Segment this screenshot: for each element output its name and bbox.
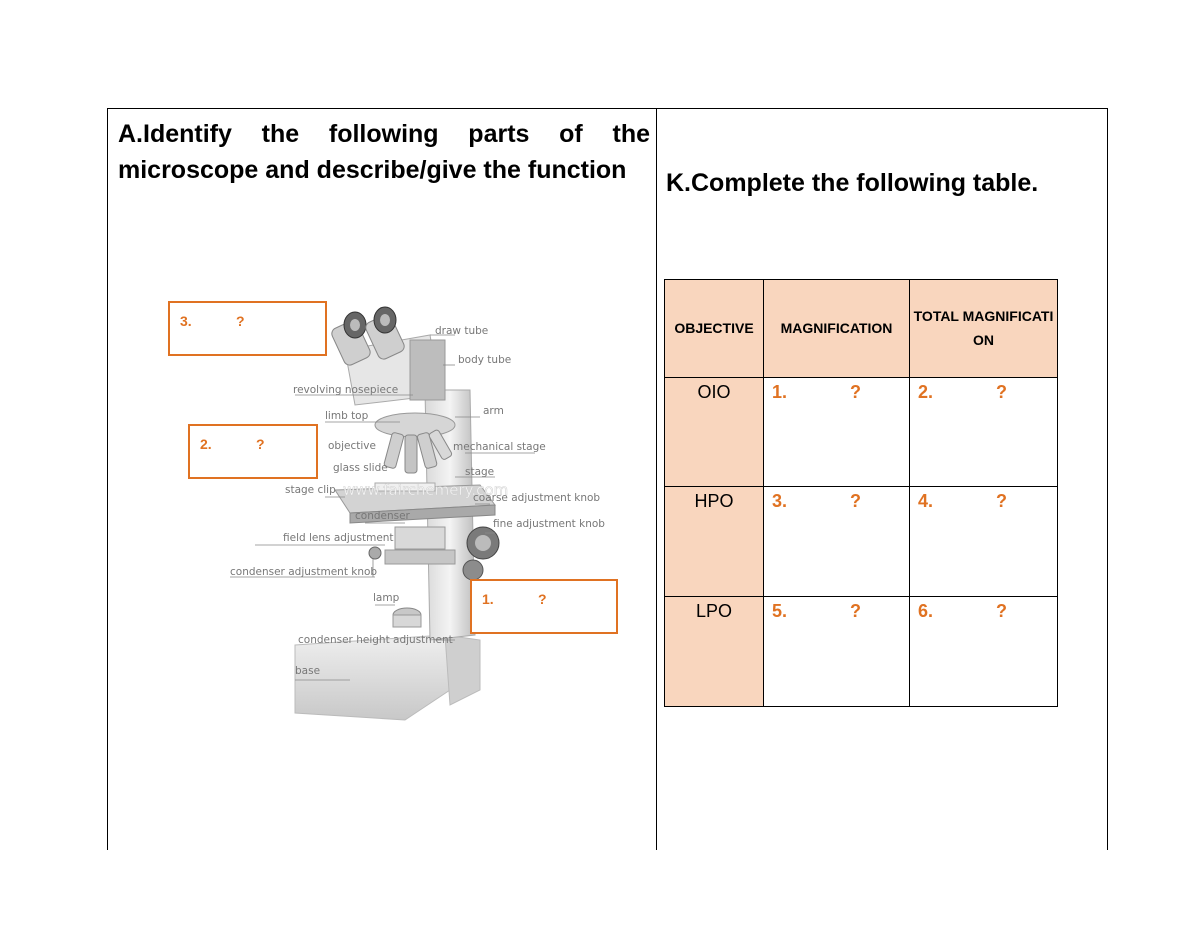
part-label: fine adjustment knob <box>493 518 605 530</box>
blank-question-mark: ? <box>236 313 245 329</box>
header-objective: OBJECTIVE <box>664 279 764 378</box>
blank-label-1[interactable]: 1. ? <box>470 579 618 634</box>
total-magnification-answer-cell[interactable]: 2. ? <box>909 376 1058 488</box>
condenser-shape <box>394 526 446 550</box>
frame-right-border <box>1107 108 1108 850</box>
blank-number: 1. <box>482 591 494 607</box>
part-label: condenser adjustment knob <box>230 566 377 578</box>
part-label: condenser height adjustment <box>298 634 453 646</box>
blank-number: 3. <box>180 313 192 329</box>
adjustment-knobs-shape <box>368 526 500 581</box>
table-row: HPO 3. ? 4. ? <box>664 486 1058 598</box>
part-label: field lens adjustment <box>283 532 394 544</box>
part-label: lamp <box>373 592 400 604</box>
part-label: objective <box>328 440 376 452</box>
answer-number: 1. <box>772 381 788 402</box>
part-label: body tube <box>458 354 511 366</box>
part-label: condenser <box>355 510 411 522</box>
blank-number: 2. <box>200 436 212 452</box>
part-label: coarse adjustment knob <box>473 492 600 504</box>
section-a-heading: A.Identify the following parts of the mi… <box>118 120 650 184</box>
magnification-answer-cell[interactable]: 5. ? <box>763 596 910 707</box>
answer-question-mark: ? <box>996 381 1007 402</box>
answer-question-mark: ? <box>850 601 861 622</box>
blank-label-2[interactable]: 2. ? <box>188 424 318 479</box>
objective-cell: LPO <box>664 596 764 707</box>
blank-question-mark: ? <box>538 591 547 607</box>
part-label: arm <box>483 405 504 417</box>
watermark-text: www.fairchemery.com <box>343 481 508 499</box>
nosepiece-objectives-shape <box>374 412 456 474</box>
answer-number: 2. <box>918 381 934 402</box>
magnification-answer-cell[interactable]: 1. ? <box>763 376 910 488</box>
header-magnification: MAGNIFICATION <box>763 279 910 378</box>
frame-top-border <box>107 108 1108 109</box>
part-label: stage <box>465 466 494 478</box>
total-magnification-answer-cell[interactable]: 6. ? <box>909 596 1058 707</box>
header-total-magnification: TOTAL MAGNIFICATION <box>909 279 1058 378</box>
answer-question-mark: ? <box>996 491 1007 512</box>
answer-question-mark: ? <box>850 491 861 512</box>
eyepiece-shapes <box>331 306 405 366</box>
part-label: revolving nosepiece <box>293 384 398 396</box>
magnification-table: OBJECTIVE MAGNIFICATION TOTAL MAGNIFICAT… <box>664 279 1058 707</box>
answer-number: 5. <box>772 601 788 622</box>
part-label: mechanical stage <box>453 441 546 453</box>
table-row: LPO 5. ? 6. ? <box>664 596 1058 707</box>
magnification-answer-cell[interactable]: 3. ? <box>763 486 910 598</box>
table-header-row: OBJECTIVE MAGNIFICATION TOTAL MAGNIFICAT… <box>664 279 1058 378</box>
microscope-base-shape <box>294 634 481 721</box>
part-label: limb top <box>325 410 369 422</box>
answer-number: 6. <box>918 601 934 622</box>
answer-question-mark: ? <box>850 381 861 402</box>
part-label: glass slide <box>333 462 388 474</box>
part-label: stage clip <box>285 484 336 496</box>
answer-number: 4. <box>918 491 934 512</box>
frame-column-divider <box>656 108 657 850</box>
microscope-diagram: draw tube body tube revolving nosepiece … <box>230 306 605 721</box>
blank-question-mark: ? <box>256 436 265 452</box>
total-magnification-answer-cell[interactable]: 4. ? <box>909 486 1058 598</box>
blank-label-3[interactable]: 3. ? <box>168 301 327 356</box>
answer-question-mark: ? <box>996 601 1007 622</box>
body-tube-shape <box>409 339 446 401</box>
answer-number: 3. <box>772 491 788 512</box>
section-k-heading: K.Complete the following table. <box>666 169 1039 197</box>
objective-cell: HPO <box>664 486 764 598</box>
stage-shape <box>334 482 496 524</box>
part-label: draw tube <box>435 325 488 337</box>
objective-cell: OIO <box>664 376 764 488</box>
table-row: OIO 1. ? 2. ? <box>664 376 1058 488</box>
frame-left-border <box>107 108 108 850</box>
part-label: base <box>295 665 320 677</box>
